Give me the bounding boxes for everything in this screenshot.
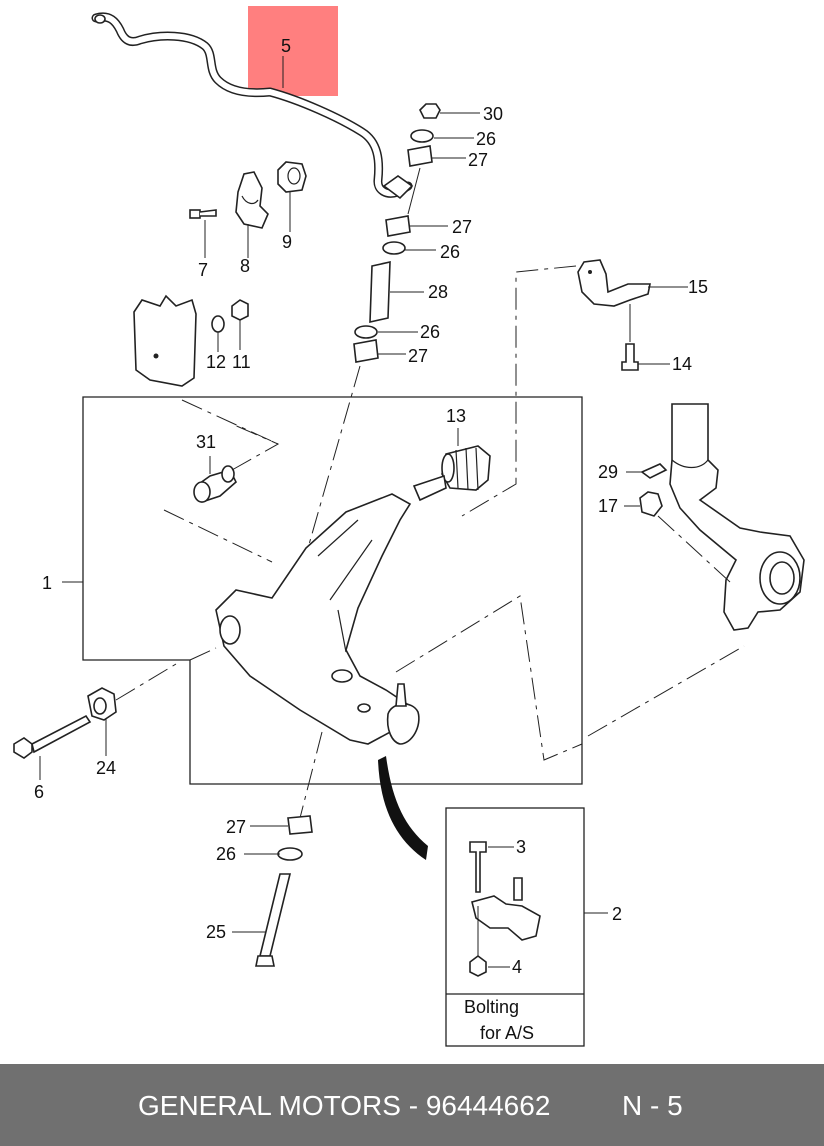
callout-17: 17 (598, 496, 618, 516)
callout-28: 28 (428, 282, 448, 302)
callout-24: 24 (96, 758, 116, 778)
callout-29: 29 (598, 462, 618, 482)
footer-page-number: N - 5 (622, 1090, 683, 1121)
washer-26-c (354, 325, 378, 339)
callout-30: 30 (483, 104, 503, 124)
bracket-8 (235, 171, 269, 229)
callout-26c: 26 (420, 322, 440, 342)
footer-bar: GENERAL MOTORS - 96444662 N - 5 (0, 1064, 824, 1146)
callout-1: 1 (42, 573, 52, 593)
bolt-25 (258, 873, 292, 957)
washer-24 (87, 687, 117, 721)
callout-14: 14 (672, 354, 692, 374)
bushing-27-b (385, 215, 411, 237)
washer-12 (211, 315, 225, 333)
callout-13: 13 (446, 406, 466, 426)
bushing-31 (193, 465, 237, 504)
callout-26b: 26 (440, 242, 460, 262)
assembly-frame (82, 396, 583, 785)
callout-3: 3 (516, 837, 526, 857)
callout-11: 11 (232, 352, 251, 372)
callout-26a: 26 (476, 129, 496, 149)
callout-31: 31 (196, 432, 216, 452)
cover-bracket (133, 294, 197, 387)
ball-joint (386, 683, 420, 745)
inset-label-line1: Bolting (464, 997, 519, 1017)
callout-4: 4 (512, 957, 522, 977)
washer-26-top (410, 129, 434, 143)
washer-26-b (382, 241, 406, 255)
callout-27d: 27 (226, 817, 246, 837)
nut-17 (639, 491, 663, 517)
footer-title: GENERAL MOTORS - 96444662 (138, 1090, 551, 1121)
callout-27c: 27 (408, 346, 428, 366)
inset-box (445, 807, 585, 1047)
bushing-27-c (353, 339, 379, 363)
bolt-14 (621, 343, 639, 371)
callout-9: 9 (282, 232, 292, 252)
callout-25: 25 (206, 922, 226, 942)
bushing-13 (441, 445, 491, 491)
callout-27b: 27 (452, 217, 472, 237)
nut-30 (419, 103, 441, 119)
lower-control-arm (215, 474, 447, 745)
callout-26d: 26 (216, 844, 236, 864)
steering-knuckle (669, 403, 805, 631)
callout-6: 6 (34, 782, 44, 802)
callout-7: 7 (198, 260, 208, 280)
inset-label-line2: for A/S (480, 1023, 534, 1043)
callout-5: 5 (281, 36, 291, 56)
callout-2: 2 (612, 904, 622, 924)
callout-15: 15 (688, 277, 708, 297)
nut-11 (231, 299, 249, 321)
pointer-arrow (378, 756, 428, 860)
callout-12: 12 (206, 352, 226, 372)
exploded-parts-diagram: 5 7 8 9 30 26 27 27 26 (13, 6, 805, 1047)
stabilizer-bar (91, 12, 414, 200)
clamp-15 (577, 259, 651, 307)
bushing-27-top (407, 145, 433, 167)
bushing-27-d (287, 815, 313, 835)
washer-26-d (277, 847, 303, 861)
callout-27a: 27 (468, 150, 488, 170)
highlight-box (248, 6, 338, 96)
sleeve-28 (369, 260, 391, 324)
cotter-pin-29 (640, 463, 668, 479)
bolt-6 (13, 714, 92, 759)
bolt-7 (189, 209, 217, 219)
bushing-9 (277, 161, 307, 193)
callout-8: 8 (240, 256, 250, 276)
